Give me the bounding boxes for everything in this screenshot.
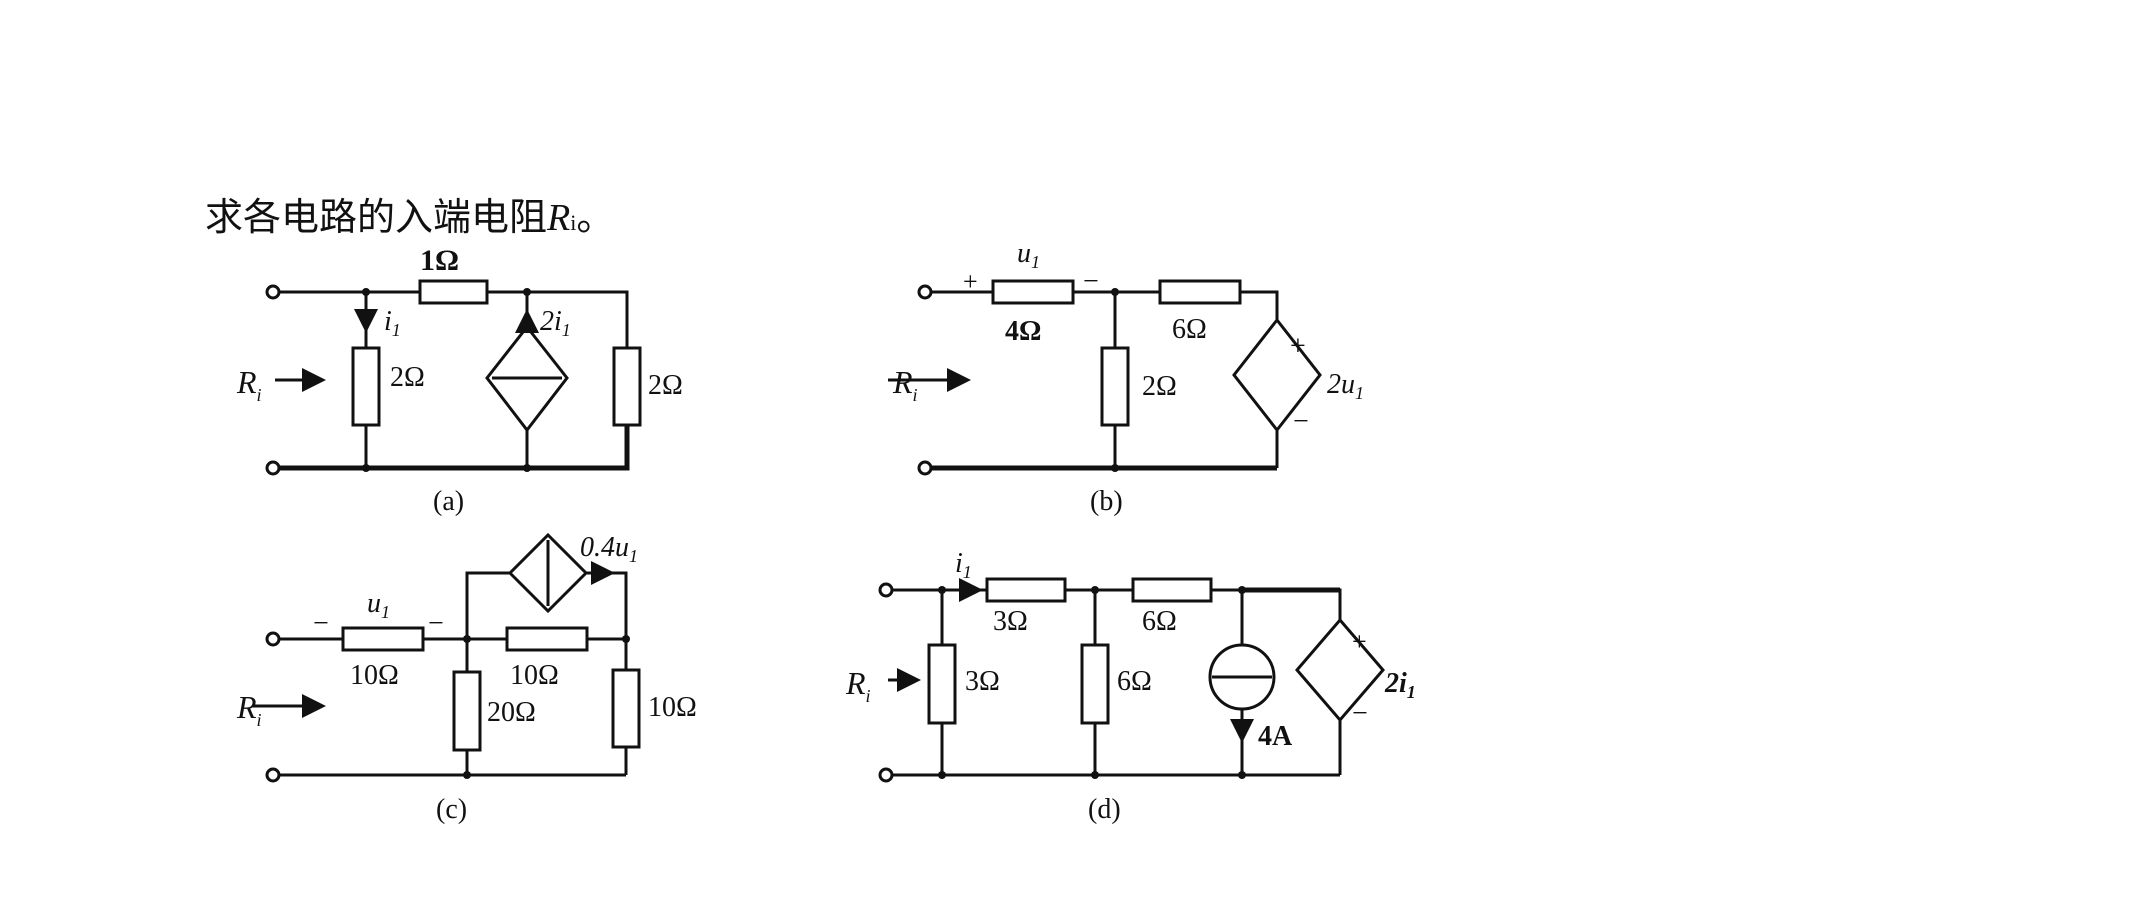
question-text: 求各电路的入端电阻Ri。	[205, 186, 614, 241]
label-d-ccvs: 2i1	[1384, 668, 1416, 702]
label-b-vcvs: 2u1	[1327, 369, 1364, 403]
label-a-i1: i1	[384, 306, 401, 340]
label-a-r-right: 2Ω	[648, 370, 683, 401]
label-d-current-source: 4A	[1258, 721, 1293, 752]
terminal-c-top	[265, 631, 281, 647]
label-a-r-top: 1Ω	[420, 244, 459, 277]
resistor-a-right	[612, 346, 642, 427]
resistor-b-6ohm	[1158, 279, 1242, 305]
label-c-u1: u1	[367, 588, 390, 622]
label-c-vccs: 0.4u1	[580, 532, 638, 566]
label-c-r2: 10Ω	[510, 660, 559, 691]
dependent-voltage-source-d	[1295, 617, 1385, 723]
terminal-b-top	[917, 284, 933, 300]
resistor-c-10ohm-mid	[505, 626, 589, 652]
label-c-r4: 10Ω	[648, 692, 697, 723]
label-d-r4: 6Ω	[1117, 666, 1152, 697]
circuit-b	[888, 279, 1322, 476]
resistor-d-6ohm-series	[1131, 577, 1213, 603]
label-c-u1-right-minus: −	[428, 608, 444, 639]
caption-a: (a)	[433, 486, 464, 517]
caption-b: (b)	[1090, 486, 1123, 517]
wire-a-top	[279, 290, 629, 348]
resistor-b-4ohm	[991, 279, 1075, 305]
question-end: 。	[576, 195, 615, 239]
resistor-c-10ohm-left	[341, 626, 425, 652]
resistor-d-3ohm-shunt	[927, 643, 957, 725]
terminal-a-top	[265, 284, 281, 300]
labels-b: u1 + − 4Ω 6Ω 2Ω + − 2u1 Ri (b)	[892, 238, 1364, 517]
label-b-vs-minus: −	[1293, 406, 1309, 437]
circuit-d	[878, 577, 1385, 783]
caption-c: (c)	[436, 794, 467, 825]
label-d-r1: 3Ω	[993, 606, 1028, 637]
label-c-r3: 20Ω	[487, 697, 536, 728]
label-b-u1-plus: +	[963, 267, 978, 296]
label-a-ccs: 2i1	[540, 306, 571, 340]
label-b-u1: u1	[1017, 238, 1040, 272]
label-d-r3: 3Ω	[965, 666, 1000, 697]
label-b-u1-minus: −	[1083, 266, 1099, 297]
labels-d: i1 3Ω 6Ω 3Ω 6Ω 4A + − 2i1 Ri (d)	[845, 548, 1416, 825]
label-a-r-left: 2Ω	[390, 362, 425, 393]
dependent-voltage-source-b	[1232, 317, 1322, 433]
label-d-r2: 6Ω	[1142, 606, 1177, 637]
resistor-b-2ohm	[1100, 346, 1130, 427]
label-c-u1-left-minus: −	[313, 608, 329, 639]
label-c-r1: 10Ω	[350, 660, 399, 691]
resistor-a-1ohm	[418, 279, 489, 305]
labels-a: 1Ω 2Ω 2Ω i1 2i1 Ri (a)	[236, 244, 683, 517]
terminal-d-top	[878, 582, 894, 598]
label-d-vs-plus: +	[1352, 627, 1367, 656]
label-d-ri: Ri	[845, 665, 871, 706]
circuit-a	[265, 279, 642, 476]
resistor-c-20ohm	[452, 670, 482, 752]
wire-a-bottom	[279, 425, 630, 471]
caption-d: (d)	[1088, 794, 1121, 825]
terminal-a-bottom	[265, 460, 281, 476]
labels-c: u1 − − 10Ω 10Ω 20Ω 10Ω 0.4u1 Ri (c)	[236, 532, 697, 825]
label-d-vs-minus: −	[1352, 698, 1368, 729]
terminal-b-bottom	[917, 460, 933, 476]
label-b-r1: 4Ω	[1005, 316, 1041, 347]
label-b-vs-plus: +	[1290, 331, 1306, 362]
label-b-r2: 6Ω	[1172, 314, 1207, 345]
label-a-ri: Ri	[236, 364, 262, 405]
resistor-d-6ohm-shunt	[1080, 643, 1110, 725]
question-symbol: R	[547, 197, 571, 239]
resistor-d-3ohm-series	[985, 577, 1067, 603]
circuit-c	[253, 532, 641, 783]
resistor-a-left	[351, 346, 381, 427]
label-d-i1: i1	[955, 548, 972, 582]
label-c-ri: Ri	[236, 689, 262, 730]
resistor-c-10ohm-right	[611, 668, 641, 749]
terminal-c-bottom	[265, 767, 281, 783]
question-prompt: 求各电路的入端电阻	[205, 195, 548, 239]
label-b-ri: Ri	[892, 364, 918, 405]
question-subscript: i	[570, 210, 577, 235]
terminal-d-bottom	[878, 767, 894, 783]
label-b-r3: 2Ω	[1142, 371, 1177, 402]
